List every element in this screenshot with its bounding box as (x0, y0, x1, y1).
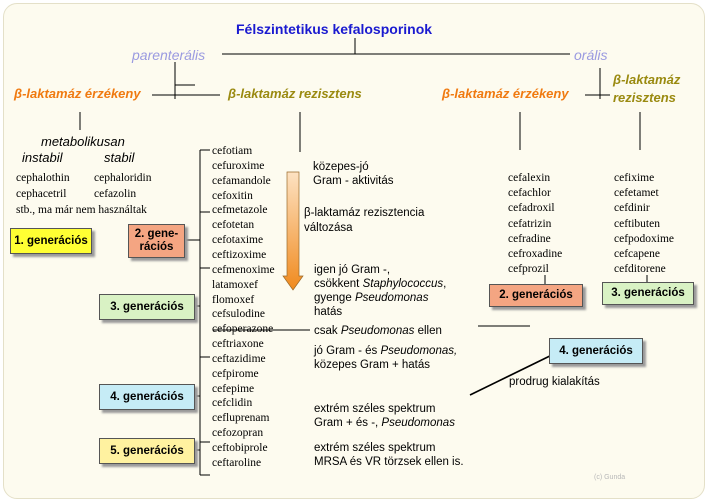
gen4-desc-2: közepes Gram + hatás (314, 359, 431, 371)
target-gen4-box: 4. generációs (549, 338, 643, 364)
metabolic-label: metabolikusan (41, 134, 125, 149)
gen3-desc-3-b: Pseudomonas (354, 292, 429, 304)
drug-item: cefalexin (508, 172, 551, 184)
drug-item: cefotetan (212, 219, 255, 232)
route-oral: orális (574, 47, 608, 63)
gen1-box: 1. generációs (10, 228, 92, 254)
extreme-4: MRSA és VR törzsek ellen is. (314, 456, 464, 468)
gen4-desc-1-a: jó Gram - és (314, 345, 381, 357)
gen2-box-line1: 2. gene- (134, 228, 179, 241)
heading-sensitive-left: β-laktamáz érzékeny (14, 86, 141, 101)
drug-item: cefozopran (212, 427, 264, 440)
extreme-2: Gram + és -, Pseudomonas (314, 417, 455, 430)
gen4-desc-1: jó Gram - és Pseudomonas, (314, 345, 457, 358)
pseudo-only-a: csak (314, 325, 341, 337)
drug-item: cefotaxime (212, 234, 264, 247)
drug-item: cefdinir (614, 202, 650, 215)
drug-item: cefmenoxime (212, 263, 275, 276)
prodrug-label: prodrug kialakítás (509, 376, 600, 388)
drug-item: ceftriaxone (212, 338, 264, 351)
extreme-1: extrém széles spektrum (314, 403, 436, 415)
drug-item: cefatrizin (508, 217, 552, 230)
gen3-box: 3. generációs (99, 294, 195, 320)
pseudo-only-c: ellen (414, 325, 442, 337)
drug-item: cefmetazole (212, 204, 268, 217)
annotation-activity-2: Gram - aktivitás (313, 175, 394, 187)
gen5-box: 5. generációs (99, 438, 195, 464)
drug-item: cefclidin (212, 397, 253, 410)
drug-item: cefluprenam (212, 412, 270, 425)
gen2-box-line2: rációs (139, 241, 174, 253)
first-gen-note: stb., ma már nem használtak (16, 204, 147, 216)
drug-item: latamoxef (212, 278, 258, 291)
gen3-desc-2-c: , (443, 278, 447, 290)
gen4-desc-1-b: Pseudomonas, (380, 345, 458, 357)
drug-item: cephacetril (16, 188, 67, 200)
drug-item: ceftaroline (212, 456, 262, 469)
gen3-desc-2-b: Staphylococcus (362, 278, 444, 290)
drug-item: cefcapene (614, 248, 660, 260)
drug-item: ceftizoxime (212, 248, 267, 261)
resistance-trend-arrow (282, 171, 304, 291)
drug-item: cefadroxil (508, 202, 555, 215)
gen3-desc-3: gyenge Pseudomonas (314, 292, 428, 305)
gen3-desc-2: csökkent Staphylococcus, (314, 278, 446, 291)
drug-item: cefetamet (614, 187, 659, 200)
heading-resistant-right-2: rezisztens (613, 90, 676, 105)
oral-gen3-box: 3. generációs (602, 282, 694, 305)
pseudo-only: csak Pseudomonas ellen (314, 325, 442, 338)
metabolic-instabil: instabil (22, 150, 63, 165)
annotation-activity-1: közepes-jó (313, 161, 369, 173)
annotation-resistance-2: változása (304, 222, 353, 234)
gen3-desc-1: igen jó Gram -, (314, 264, 391, 276)
drug-item: cefsulodine (212, 308, 266, 321)
diagram-panel (3, 3, 705, 499)
drug-item: cefpodoxime (614, 232, 675, 245)
oral-gen2-box: 2. generációs (489, 284, 583, 307)
extreme-3: extrém széles spektrum (314, 442, 436, 454)
route-parenteral: parenterális (132, 47, 206, 63)
extreme-2-a: Gram + és -, (314, 417, 382, 429)
watermark: (c) Gunda (594, 474, 626, 481)
drug-item: cefoperazone (212, 323, 274, 336)
gen3-desc-2-a: csökkent (314, 278, 363, 290)
extreme-2-b: Pseudomonas (381, 417, 455, 429)
diagram-title: Félszintetikus kefalosporinok (236, 21, 433, 37)
metabolic-stabil: stabil (104, 150, 135, 165)
drug-item: cephaloridin (94, 172, 152, 184)
drug-item: cefoxitin (212, 189, 253, 202)
prodrug-arrow (469, 351, 559, 396)
drug-item: cefpirome (212, 367, 259, 380)
drug-item: ceftazidime (212, 352, 266, 365)
heading-sensitive-right: β-laktamáz érzékeny (442, 86, 569, 101)
drug-item: cefamandole (212, 174, 271, 187)
drug-item: ceftobiprole (212, 442, 268, 454)
drug-item: cefditorene (614, 263, 666, 276)
gen4-box: 4. generációs (99, 384, 195, 410)
drug-item: cefixime (614, 172, 655, 184)
heading-resistant-left: β-laktamáz rezisztens (228, 86, 362, 101)
drug-item: cefazolin (94, 188, 137, 200)
gen3-desc-4: hatás (314, 306, 343, 318)
annotation-resistance-1: β-laktamáz rezisztencia (304, 207, 425, 219)
heading-resistant-right-1: β-laktamáz (613, 72, 681, 87)
drug-item: flomoxef (212, 293, 255, 306)
drug-item: cefepime (212, 382, 255, 395)
drug-item: cefotiam (212, 145, 253, 157)
drug-item: cefachlor (508, 187, 551, 200)
gen2-box: 2. gene- rációs (128, 224, 185, 258)
drug-item: cefroxadine (508, 248, 563, 260)
drug-item: ceftibuten (614, 217, 660, 230)
gen3-desc-3-a: gyenge (314, 292, 355, 304)
drug-item: cefuroxime (212, 159, 265, 172)
drug-item: cefradine (508, 232, 551, 245)
drug-item: cefprozil (508, 263, 549, 276)
pseudo-only-b: Pseudomonas (340, 325, 415, 337)
drug-item: cephalothin (16, 172, 70, 184)
